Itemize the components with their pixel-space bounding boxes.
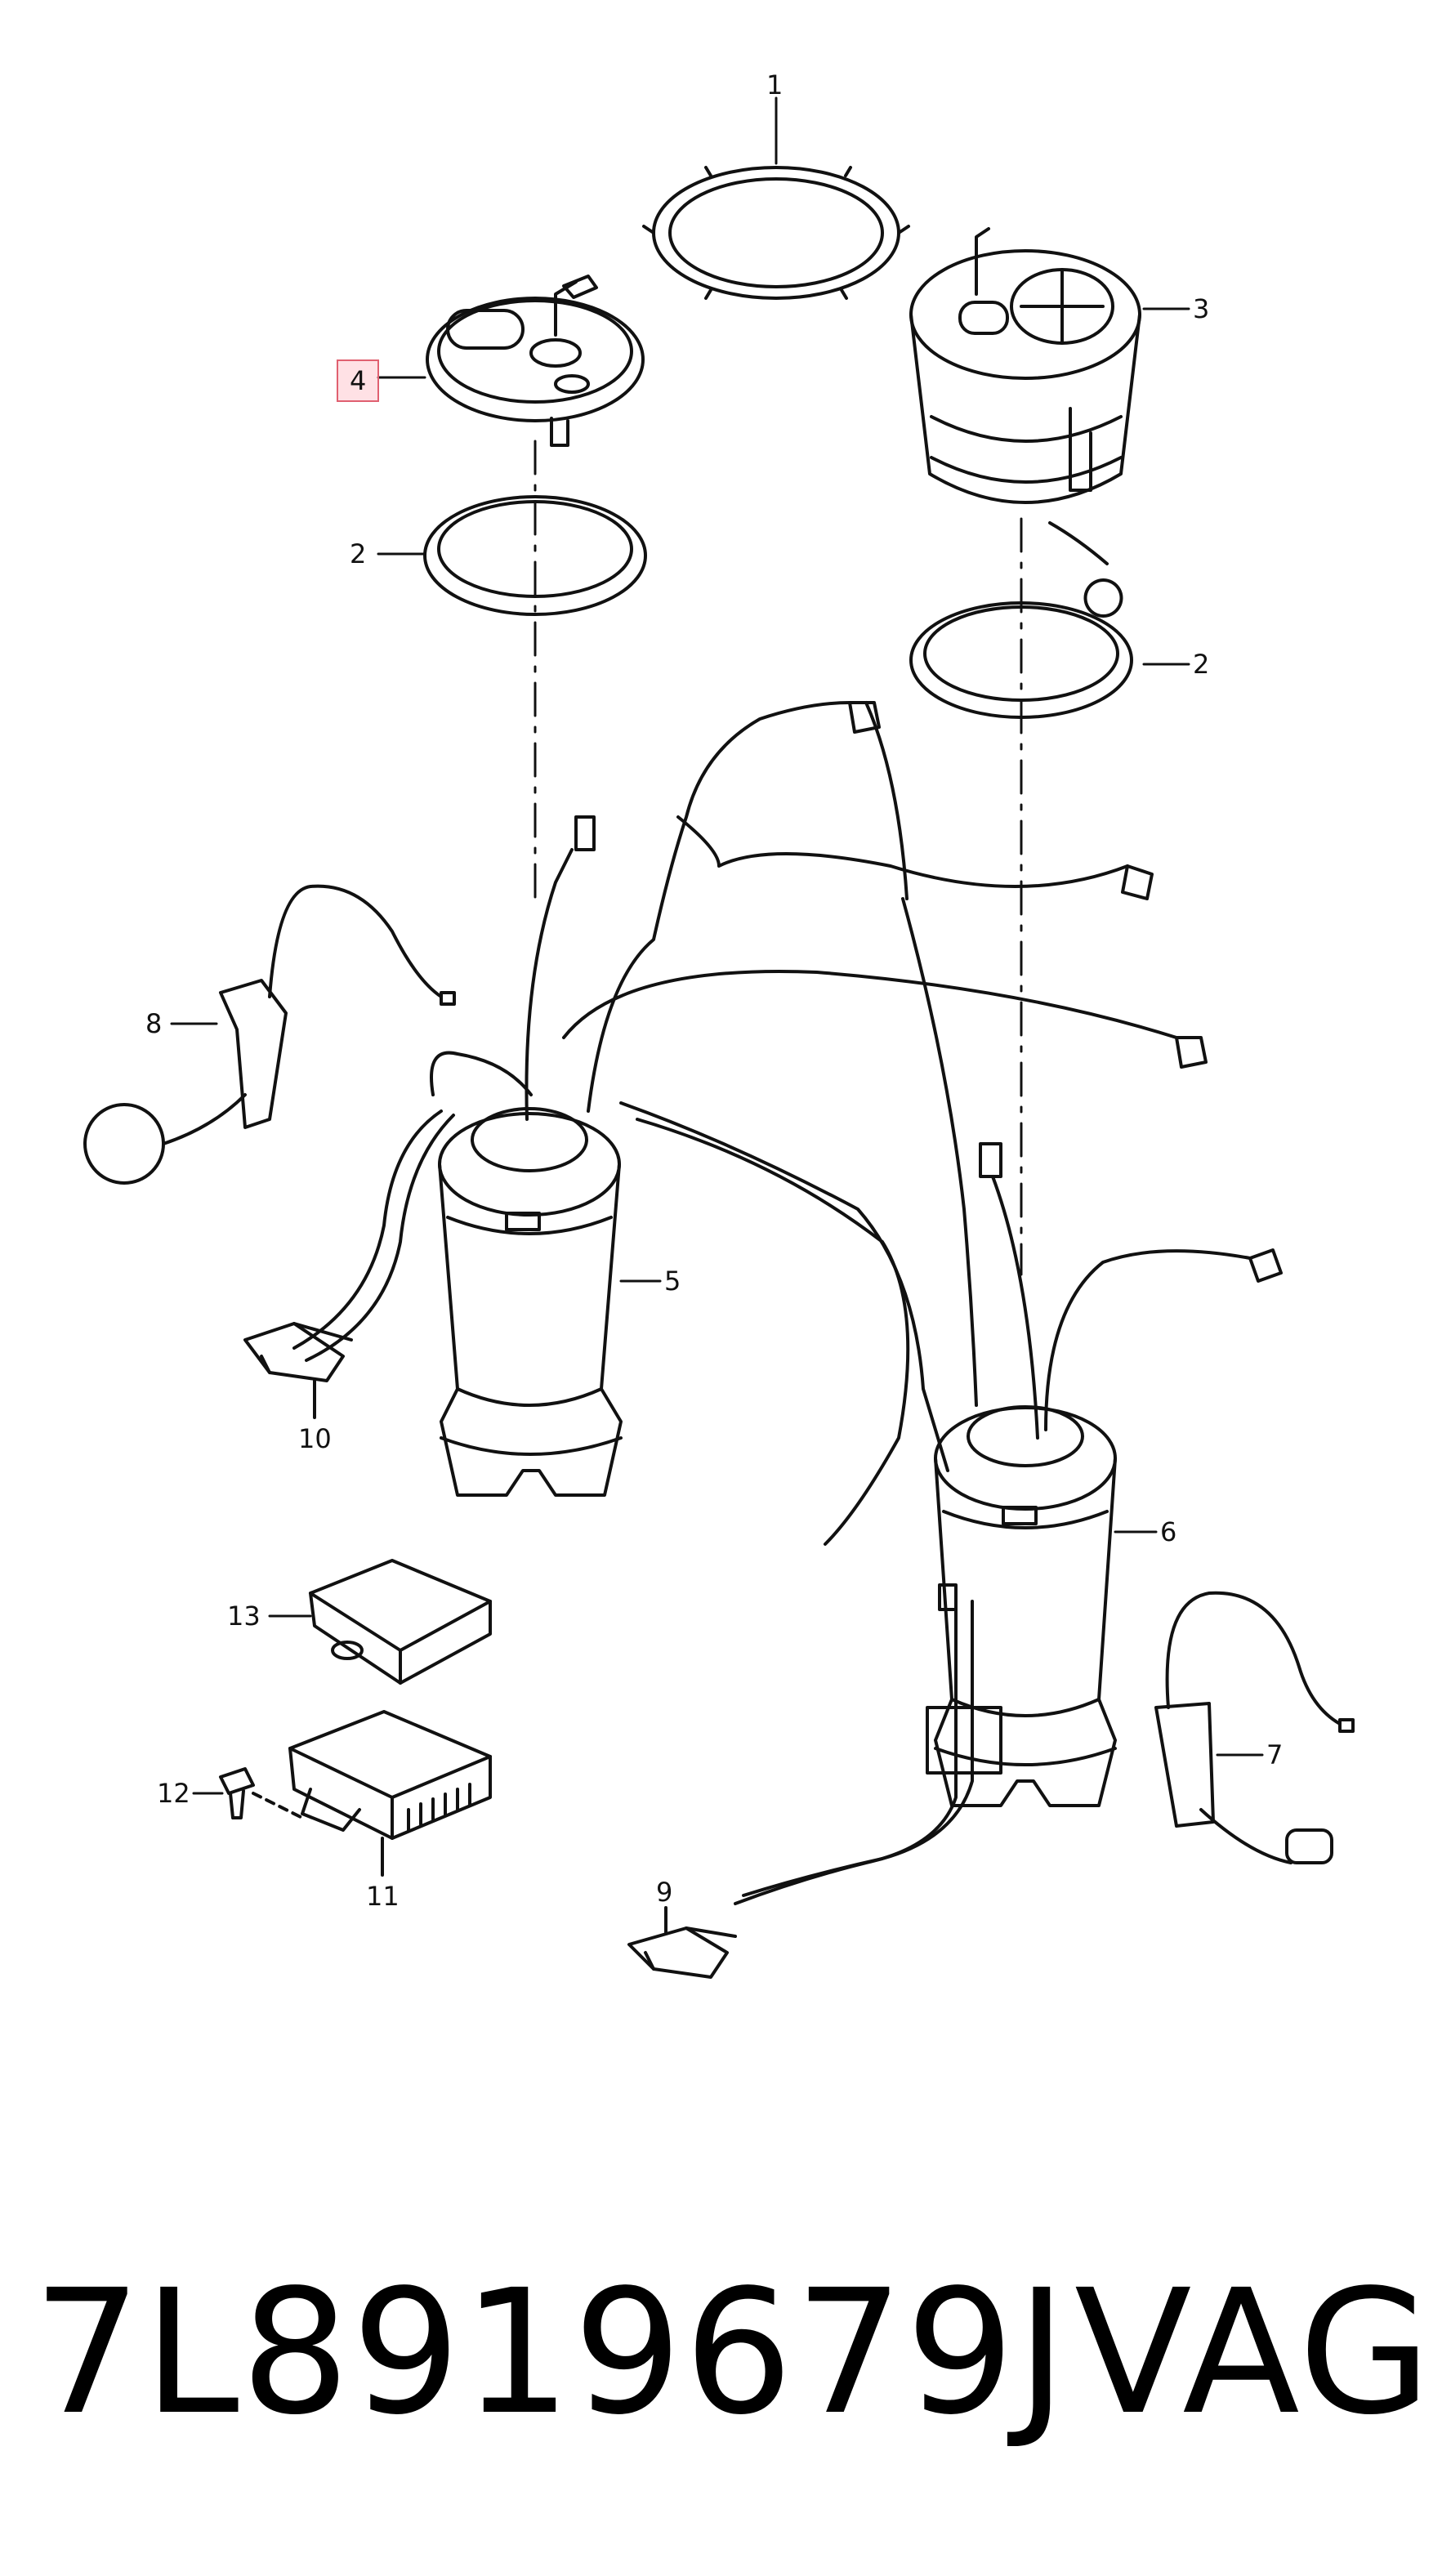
- callout-6: 6: [1160, 1516, 1177, 1547]
- callout-10: 10: [298, 1423, 332, 1454]
- exploded-parts-diagram: [83, 96, 1355, 1979]
- callout-5: 5: [664, 1266, 681, 1297]
- part-10-connector-left: [243, 1322, 353, 1419]
- part-9-connector-right: [627, 1906, 737, 1979]
- part-8-level-sender-left: [83, 884, 456, 1185]
- callout-7: 7: [1266, 1739, 1284, 1770]
- part-4-flange-cover: [426, 275, 645, 447]
- callout-9: 9: [656, 1877, 673, 1908]
- callout-1: 1: [766, 69, 784, 100]
- assembly-axis-lines: [534, 440, 1023, 1276]
- part-7-level-sender-right: [1154, 1591, 1355, 1864]
- part-12-bolt: [219, 1767, 304, 1819]
- part-5-fuel-pump-left: [438, 1107, 623, 1497]
- part-6-fuel-pump-right: [926, 1405, 1117, 1807]
- fuel-lines-and-wiring: [292, 701, 1283, 1905]
- callout-3: 3: [1193, 293, 1210, 324]
- part-11-control-unit: [288, 1710, 492, 1877]
- callout-2-left: 2: [350, 538, 367, 569]
- callout-2-right: 2: [1193, 649, 1210, 680]
- callout-8: 8: [145, 1008, 163, 1039]
- callout-12: 12: [157, 1778, 190, 1809]
- part-3-pump-flange-module: [909, 227, 1141, 618]
- part-1-locking-ring: [642, 166, 910, 300]
- callout-leader-lines: [170, 96, 1264, 1795]
- callout-13: 13: [227, 1601, 261, 1632]
- part-number: 7L8919679J: [33, 2252, 1069, 2453]
- callout-4-highlighted: 4: [337, 359, 380, 402]
- callout-11: 11: [366, 1881, 400, 1912]
- brand-name: VAG: [1074, 2252, 1433, 2453]
- part-13-cover-plate: [309, 1559, 492, 1685]
